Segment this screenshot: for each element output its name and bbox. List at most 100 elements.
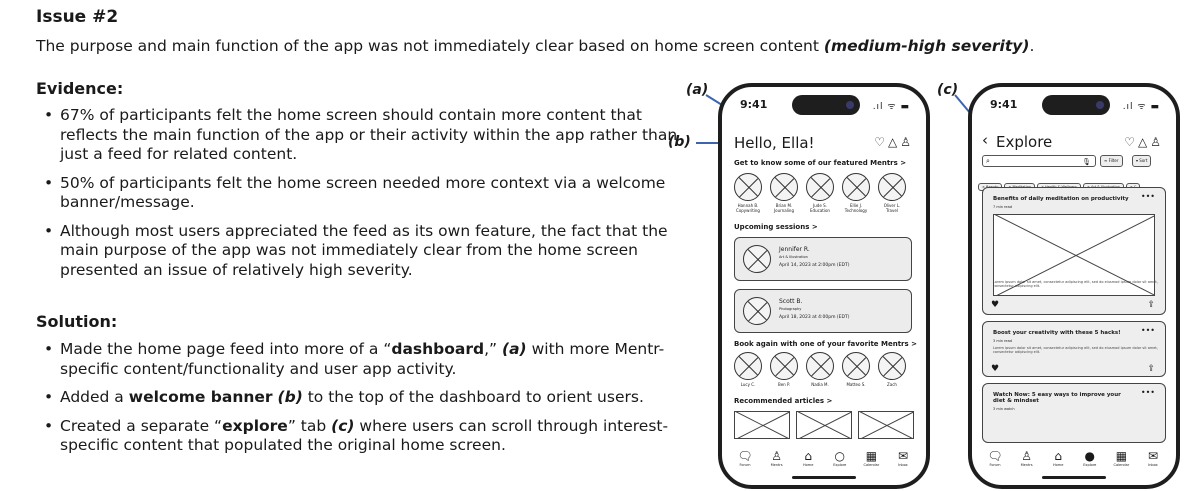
tab-mentrs[interactable]: ♙Mentrs	[762, 449, 792, 467]
tab-explore[interactable]: ●Explore	[1075, 449, 1105, 467]
tab-label: Forum	[989, 463, 1001, 467]
favorite-avatar[interactable]	[770, 352, 798, 380]
solution-keyword: welcome banner	[128, 388, 273, 406]
article-thumbnail[interactable]	[734, 411, 790, 439]
card-title: Benefits of daily meditation on producti…	[993, 196, 1129, 202]
severity-label: (medium-high severity)	[823, 37, 1030, 55]
search-input[interactable]: ⌕🎙	[982, 155, 1096, 167]
mentor-name: Brian M.	[775, 203, 793, 208]
header-icons[interactable]: ♡△♙	[1124, 135, 1164, 149]
solution-item: Added a welcome banner (b) to the top of…	[44, 388, 684, 408]
mic-icon[interactable]: 🎙	[1082, 158, 1091, 166]
tab-home[interactable]: ⌂Home	[1043, 449, 1073, 467]
solution-text: with more Mentr-specific content/functio…	[60, 340, 665, 378]
problem-end: .	[1029, 37, 1035, 55]
mentor-name: Hannah B.	[737, 203, 759, 208]
status-icons: .ıl ᯤ ▬	[872, 102, 910, 112]
tab-home[interactable]: ⌂Home	[793, 449, 823, 467]
solution-text: ” tab	[287, 416, 332, 435]
mentor-avatar[interactable]	[734, 173, 762, 201]
explore-title: Explore	[996, 133, 1053, 151]
favorite-avatar[interactable]	[878, 352, 906, 380]
tab-forum[interactable]: 🗨Forum	[980, 449, 1010, 467]
inbox-icon: ✉	[1147, 449, 1158, 463]
card-body: Lorem ipsum dolor sit amet, consectetur …	[993, 280, 1158, 288]
tab-calendar[interactable]: ▦Calendar	[1106, 449, 1136, 467]
solution-text: Created a separate “	[60, 416, 223, 435]
problem-text: The purpose and main function of the app…	[36, 37, 824, 55]
filter-button[interactable]: ≡ Filter	[1100, 155, 1123, 167]
session-avatar	[743, 297, 771, 325]
share-icon[interactable]: ⇪	[1147, 364, 1155, 374]
mentor-role: Travel	[886, 208, 898, 213]
articles-label[interactable]: Recommended articles >	[734, 397, 833, 405]
solution-text: Added a	[60, 388, 129, 406]
session-role: Photography	[779, 307, 802, 311]
mentor-avatar[interactable]	[806, 173, 834, 201]
heart-icon[interactable]: ♥	[991, 300, 1000, 310]
tab-label: Inbox	[898, 463, 908, 467]
home-icon: ⌂	[1054, 449, 1062, 463]
session-date: April 14, 2023 at 2:00pm (EDT)	[779, 263, 850, 268]
tab-label: Calendar	[1113, 463, 1130, 467]
tab-explore[interactable]: ○Explore	[825, 449, 855, 467]
solution-item: Made the home page feed into more of a “…	[44, 340, 684, 379]
mentor-avatar[interactable]	[770, 173, 798, 201]
article-thumbnail[interactable]	[796, 411, 852, 439]
card-title: Watch Now: 5 easy ways to improve your d…	[993, 392, 1121, 404]
session-card[interactable]: Jennifer R. Art & Illustration April 14,…	[734, 237, 912, 281]
tab-inbox[interactable]: ✉Inbox	[1138, 449, 1168, 467]
favorite-name: Matteo S.	[846, 382, 866, 387]
tab-mentrs[interactable]: ♙Mentrs	[1012, 449, 1042, 467]
book-again-label[interactable]: Book again with one of your favorite Men…	[734, 340, 917, 348]
more-icon[interactable]: •••	[1140, 388, 1155, 397]
mentor-avatar[interactable]	[842, 173, 870, 201]
callout-a: (a)	[686, 82, 709, 98]
session-name: Scott B.	[779, 298, 803, 305]
tab-inbox[interactable]: ✉Inbox	[888, 449, 918, 467]
status-time: 9:41	[990, 98, 1018, 111]
tab-label: Forum	[739, 463, 751, 467]
solution-keyword: explore	[222, 416, 288, 435]
upcoming-label[interactable]: Upcoming sessions >	[734, 223, 818, 231]
article-thumbnail[interactable]	[858, 411, 914, 439]
calendar-icon: ▦	[1115, 449, 1128, 463]
favorite-name: Nadia M.	[811, 382, 829, 387]
dynamic-island	[792, 95, 860, 115]
evidence-list: 67% of participants felt the home screen…	[44, 106, 684, 289]
card-meta: 7 min read	[993, 205, 1012, 209]
tab-calendar[interactable]: ▦Calendar	[856, 449, 886, 467]
session-card[interactable]: Scott B. Photography April 18, 2023 at 4…	[734, 289, 912, 333]
inbox-icon: ✉	[897, 449, 908, 463]
evidence-item: Although most users appreciated the feed…	[44, 222, 684, 281]
more-icon[interactable]: •••	[1140, 192, 1155, 201]
favorite-avatar[interactable]	[842, 352, 870, 380]
article-card[interactable]: Benefits of daily meditation on producti…	[982, 187, 1166, 315]
tab-label: Calendar	[863, 463, 880, 467]
status-time: 9:41	[740, 98, 768, 111]
home-icon: ⌂	[804, 449, 812, 463]
card-image	[993, 214, 1155, 296]
article-card[interactable]: Watch Now: 5 easy ways to improve your d…	[982, 383, 1166, 443]
sort-button[interactable]: ▾ Sort	[1132, 155, 1152, 167]
share-icon[interactable]: ⇪	[1147, 300, 1155, 310]
tab-label: Explore	[1083, 463, 1097, 467]
featured-label[interactable]: Get to know some of our featured Mentrs …	[734, 159, 907, 167]
mentor-avatar[interactable]	[878, 173, 906, 201]
heart-icon[interactable]: ♥	[991, 364, 1000, 374]
back-chevron-icon[interactable]: ‹	[982, 131, 988, 149]
favorite-avatar[interactable]	[734, 352, 762, 380]
mentrs-icon: ♙	[1021, 449, 1032, 463]
session-date: April 18, 2023 at 4:00pm (EDT)	[779, 315, 850, 320]
solution-keyword: dashboard	[391, 340, 485, 358]
more-icon[interactable]: •••	[1140, 326, 1155, 335]
article-card[interactable]: Boost your creativity with these 5 hacks…	[982, 321, 1166, 377]
callout-b: (b)	[668, 134, 691, 150]
favorite-avatar[interactable]	[806, 352, 834, 380]
mentor-role: Technology	[844, 208, 868, 213]
solution-text: to the top of the dashboard to orient us…	[302, 388, 644, 406]
calendar-icon: ▦	[865, 449, 878, 463]
header-icons[interactable]: ♡△♙	[874, 135, 914, 149]
solution-ref: (c)	[331, 416, 355, 435]
tab-forum[interactable]: 🗨Forum	[730, 449, 760, 467]
